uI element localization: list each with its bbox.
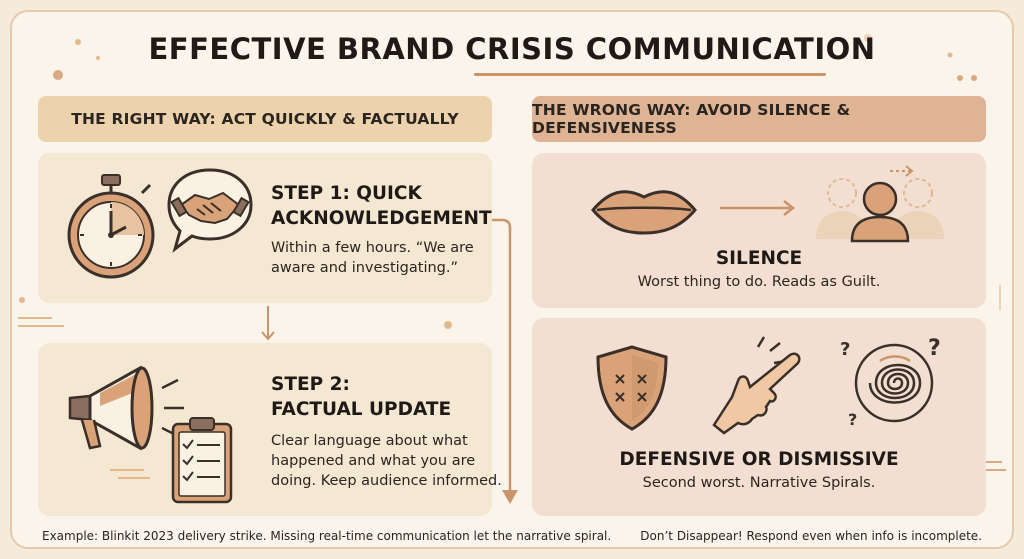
step-2-body: Clear language about what happened and w…	[271, 431, 502, 491]
shield-icon	[596, 345, 668, 431]
footer-tip-text: Don’t Disappear! Respond even when info …	[640, 529, 982, 543]
wrong-way-banner: THE WRONG WAY: AVOID SILENCE & DEFENSIVE…	[532, 96, 986, 142]
silence-title: SILENCE	[715, 248, 803, 269]
footer-example-text: Example: Blinkit 2023 delivery strike. M…	[42, 529, 612, 543]
step-2-title-line-1: STEP 2:	[271, 374, 350, 395]
step-1-title: STEP 1: QUICK ACKNOWLEDGEMENT	[271, 181, 492, 231]
flow-connector-arrow	[492, 218, 518, 504]
pointing-hand-icon	[712, 336, 801, 435]
defensive-title: DEFENSIVE OR DISMISSIVE	[619, 449, 899, 470]
svg-text:?: ?	[840, 339, 850, 360]
step-2-title: STEP 2: FACTUAL UPDATE	[271, 372, 451, 422]
svg-text:?: ?	[928, 336, 941, 361]
spiral-icon: ? ? ?	[840, 336, 941, 429]
title-underline	[474, 73, 826, 76]
handshake-icon	[167, 168, 253, 253]
people-group-icon	[816, 165, 944, 243]
step-1-title-line-2: ACKNOWLEDGEMENT	[271, 208, 492, 229]
clipboard-checklist-icon	[171, 417, 233, 504]
megaphone-icon	[68, 365, 184, 451]
step-2-body-line-2: happened and what you are	[271, 453, 476, 469]
step-arrow-down	[261, 306, 275, 341]
title-part-1: EFFECTIVE BRAND	[148, 32, 466, 66]
step-1-title-line-1: STEP 1: QUICK	[271, 183, 422, 204]
silence-body: Worst thing to do. Reads as Guilt.	[637, 274, 881, 290]
svg-text:?: ?	[848, 410, 857, 429]
step-1-body-line-2: aware and investigating.”	[271, 260, 458, 276]
stopwatch-icon	[67, 174, 155, 279]
step-2-body-line-3: doing. Keep audience informed.	[271, 473, 502, 489]
defensive-body: Second worst. Narrative Spirals.	[642, 475, 876, 491]
step-2-title-line-2: FACTUAL UPDATE	[271, 399, 452, 420]
step-1-body-line-1: Within a few hours. “We are	[271, 240, 474, 256]
step-2-body-line-1: Clear language about what	[271, 433, 468, 449]
silence-arrow	[720, 200, 796, 216]
right-way-banner: THE RIGHT WAY: ACT QUICKLY & FACTUALLY	[38, 96, 492, 142]
step-1-body: Within a few hours. “We are aware and in…	[271, 238, 474, 278]
page-title: EFFECTIVE BRAND CRISIS COMMUNICATION	[0, 32, 1024, 66]
lips-icon	[591, 190, 697, 235]
title-part-2: CRISIS COMMUNICATION	[465, 32, 876, 66]
decorative-dashes	[110, 469, 150, 479]
